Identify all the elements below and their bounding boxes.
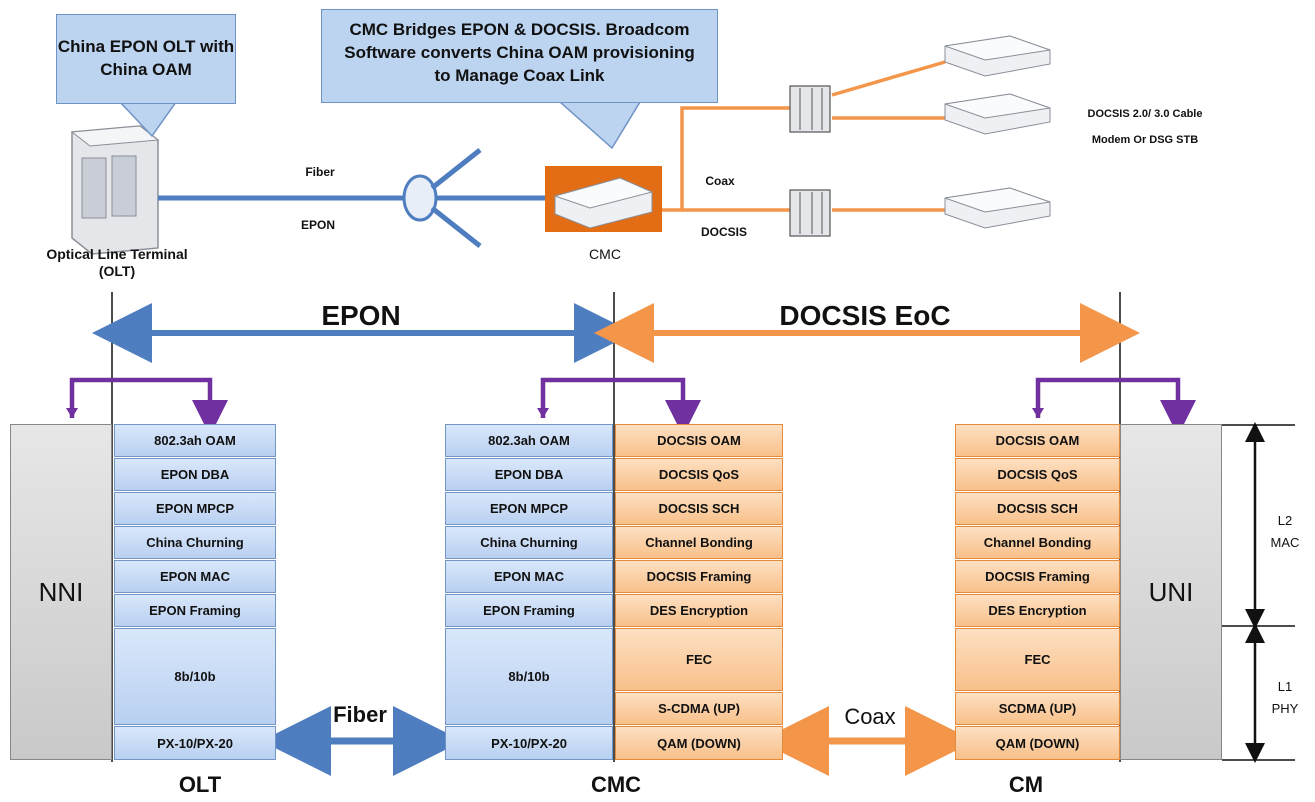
phy-label: PHY	[1271, 701, 1299, 716]
top-coax-label: Coax	[705, 174, 735, 188]
cable-modem-icon-3	[944, 187, 1051, 229]
cmc-bridge-arrow	[540, 377, 701, 436]
cm-docsis-layer-3: Channel Bonding	[955, 526, 1120, 559]
olt-bottom-label: OLT	[178, 772, 222, 797]
olt-epon-layer-6: 8b/10b	[114, 628, 276, 725]
cm-docsis-layer-7: SCDMA (UP)	[955, 692, 1120, 725]
cm-docsis-layer-4: DOCSIS Framing	[955, 560, 1120, 593]
olt-epon-layer-2: EPON MPCP	[114, 492, 276, 525]
cmc-docsis-layer-3: Channel Bonding	[615, 526, 783, 559]
cmc-docsis-layer-8: QAM (DOWN)	[615, 726, 783, 760]
l2-layer-label: L2 MAC	[1260, 510, 1310, 554]
coax-tap-icon-bottom	[789, 189, 831, 237]
splitter-icon	[402, 174, 438, 222]
cmc-docsis-layer-4: DOCSIS Framing	[615, 560, 783, 593]
olt-epon-layer-3: China Churning	[114, 526, 276, 559]
l2-label: L2	[1277, 513, 1293, 528]
cmc-device-label: CMC	[589, 246, 621, 262]
cmc-device-icon	[545, 166, 662, 232]
cmc-callout-text: CMC Bridges EPON & DOCSIS. Broadcom Soft…	[344, 20, 695, 85]
cmc-docsis-layer-0: DOCSIS OAM	[615, 424, 783, 457]
cmc-bridge-arrowhead-left	[537, 408, 549, 418]
layer-bracket	[1222, 422, 1295, 763]
cable-modem-icon-1	[944, 35, 1051, 77]
olt-epon-layer-0: 802.3ah OAM	[114, 424, 276, 457]
cmc-epon-layer-1: EPON DBA	[445, 458, 613, 491]
cm-docsis-layer-1: DOCSIS QoS	[955, 458, 1120, 491]
olt-callout: China EPON OLT with China OAM	[56, 14, 236, 104]
coax-tap-icon-top	[789, 85, 831, 133]
olt-epon-layer-1: EPON DBA	[114, 458, 276, 491]
epon-span-label: EPON	[321, 300, 401, 331]
splitter-branch-down	[430, 206, 482, 248]
cmc-epon-layer-5: EPON Framing	[445, 594, 613, 627]
olt-epon-layer-5: EPON Framing	[114, 594, 276, 627]
olt-epon-layer-4: EPON MAC	[114, 560, 276, 593]
l1-label: L1	[1277, 679, 1293, 694]
cmc-epon-layer-0: 802.3ah OAM	[445, 424, 613, 457]
cable-modem-label: DOCSIS 2.0/ 3.0 Cable Modem Or DSG STB	[1087, 108, 1203, 146]
mac-label: MAC	[1270, 535, 1300, 550]
cmc-docsis-layer-1: DOCSIS QoS	[615, 458, 783, 491]
cmc-docsis-layer-7: S-CDMA (UP)	[615, 692, 783, 725]
cm-docsis-layer-8: QAM (DOWN)	[955, 726, 1120, 760]
cmc-docsis-layer-6: FEC	[615, 628, 783, 691]
cm-docsis-layer-0: DOCSIS OAM	[955, 424, 1120, 457]
cm-bridge-arrow	[1035, 377, 1196, 436]
cmc-callout: CMC Bridges EPON & DOCSIS. Broadcom Soft…	[321, 9, 718, 103]
uni-label: UNI	[1148, 576, 1194, 607]
cm-docsis-layer-2: DOCSIS SCH	[955, 492, 1120, 525]
cm-bridge-arrowhead-left	[1032, 408, 1044, 418]
cm-docsis-layer-6: FEC	[955, 628, 1120, 691]
cmc-epon-layer-4: EPON MAC	[445, 560, 613, 593]
olt-device-label: Optical Line Terminal (OLT)	[46, 246, 188, 279]
cmc-docsis-layer-2: DOCSIS SCH	[615, 492, 783, 525]
cm-docsis-layer-5: DES Encryption	[955, 594, 1120, 627]
top-epon-label: EPON	[300, 218, 335, 232]
fiber-link-label: Fiber	[333, 702, 387, 727]
olt-bridge-arrow	[69, 377, 228, 436]
top-fiber-label: Fiber	[305, 165, 335, 179]
splitter-branch-up	[430, 148, 482, 190]
cmc-epon-layer-2: EPON MPCP	[445, 492, 613, 525]
olt-epon-layer-7: PX-10/PX-20	[114, 726, 276, 760]
olt-device-icon	[70, 125, 160, 255]
olt-bridge-arrowhead-left	[66, 408, 78, 418]
docsis-eoc-span-label: DOCSIS EoC	[779, 300, 951, 331]
top-docsis-label: DOCSIS	[700, 225, 747, 239]
cable-modem-icon-2	[944, 93, 1051, 135]
cmc-epon-layer-3: China Churning	[445, 526, 613, 559]
nni-label: NNI	[38, 576, 84, 607]
coax-lines	[662, 60, 946, 212]
uni-interface-box: UNI	[1120, 424, 1222, 760]
cmc-docsis-layer-5: DES Encryption	[615, 594, 783, 627]
cmc-epon-layer-6: 8b/10b	[445, 628, 613, 725]
cmc-epon-layer-7: PX-10/PX-20	[445, 726, 613, 760]
nni-interface-box: NNI	[10, 424, 112, 760]
cm-bottom-label: CM	[1008, 772, 1044, 797]
cmc-bottom-label: CMC	[590, 772, 642, 797]
l1-layer-label: L1 PHY	[1260, 676, 1310, 720]
olt-callout-text: China EPON OLT with China OAM	[57, 37, 235, 79]
cmc-callout-pointer	[558, 101, 642, 150]
coax-link-label: Coax	[844, 704, 896, 729]
